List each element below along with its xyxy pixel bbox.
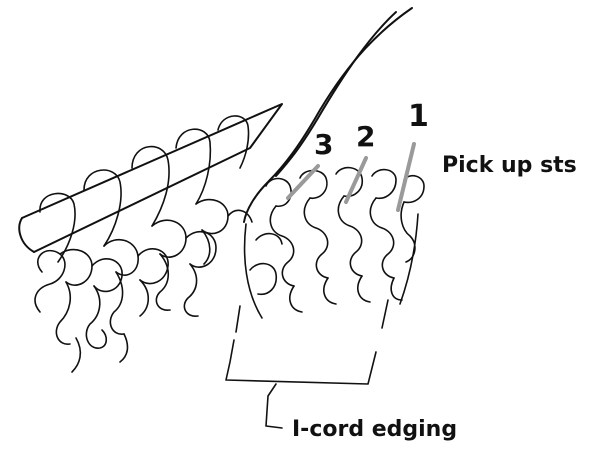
icord-outline	[225, 299, 389, 385]
edging-leader-line	[265, 383, 283, 429]
needle-stitches	[39, 115, 250, 263]
working-yarn	[243, 7, 413, 223]
stitch-number-2: 2	[356, 120, 375, 153]
stitch-number-1: 1	[408, 99, 429, 134]
pointer-2	[344, 156, 368, 204]
edging-label: I-cord edging	[292, 417, 457, 442]
pick-up-label: Pick up sts	[442, 153, 577, 178]
stitch-number-3: 3	[314, 128, 333, 161]
main-fabric	[34, 198, 253, 373]
knitting-needle	[18, 103, 283, 253]
pointer-1	[396, 142, 416, 212]
icord-column	[243, 166, 425, 319]
stitch-pointers	[286, 142, 416, 212]
pointer-3	[286, 164, 320, 200]
